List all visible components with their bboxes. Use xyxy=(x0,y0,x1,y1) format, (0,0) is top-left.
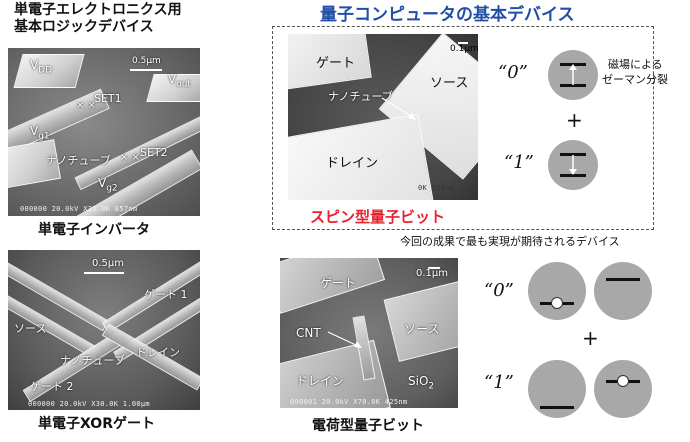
left-title-line2: 基本ロジックデバイス xyxy=(14,19,154,35)
expectation-note: 今回の成果で最も実現が期待されるデバイス xyxy=(400,235,620,248)
spin-micrograph: 0.1μm ゲート ソース ナノチューブ ドレイン 0K 500nm xyxy=(288,34,478,200)
charge-cnt-label: CNT xyxy=(296,326,321,340)
spin-state-0: “0” xyxy=(498,62,528,83)
spin-nanotube-arrow xyxy=(381,97,416,120)
spin-info: 0K 500nm xyxy=(418,184,455,192)
inverter-scalebar xyxy=(130,69,162,71)
spin-drain-label: ドレイン xyxy=(326,156,379,171)
xor-info: 000000 20.0kV X30.0K 1.00μm xyxy=(28,400,150,408)
spin-scalebar xyxy=(458,42,468,44)
inverter-info: 000000 20.0kV X35.0K 857nm xyxy=(20,205,138,213)
xor-nanotube-label: ナノチューブ xyxy=(60,354,125,367)
charge-electron-0 xyxy=(551,297,563,309)
charge-level-1-left xyxy=(540,406,574,409)
vout-label: Vout xyxy=(168,72,191,90)
xor-caption: 単電子XORゲート xyxy=(38,416,155,432)
charge-plus: + xyxy=(582,326,599,350)
charge-source-label: ソース xyxy=(404,322,440,336)
spin-circle-0 xyxy=(548,50,598,100)
vdd-label: VDD xyxy=(30,58,53,76)
xor-scale-label: 0.5μm xyxy=(92,258,125,269)
charge-info: 000001 20.0kV X70.0K 425nm xyxy=(290,398,408,406)
charge-gate-label: ゲート xyxy=(320,276,357,290)
xor-scalebar xyxy=(84,272,124,274)
charge-circle-1-left xyxy=(528,360,586,418)
set1-label: SET1 xyxy=(94,92,122,105)
right-title: 量子コンピュータの基本デバイス xyxy=(320,5,575,25)
set2-marks: × × xyxy=(120,152,140,163)
charge-electron-1 xyxy=(617,375,629,387)
spin-qubit-frame xyxy=(272,26,654,230)
charge-circle-1-right xyxy=(594,360,652,418)
xor-source-label: ソース xyxy=(14,322,47,335)
charge-caption: 電荷型量子ビット xyxy=(312,418,424,434)
spin-lower-level-1 xyxy=(560,174,586,177)
spin-gate-label: ゲート xyxy=(316,56,356,71)
xor-gate1-label: ゲート 1 xyxy=(144,288,188,301)
spin-nanotube-label: ナノチューブ xyxy=(328,90,393,103)
charge-scale-label: 0.1μm xyxy=(416,268,449,279)
set1-marks: × × xyxy=(76,100,96,111)
spin-plus: + xyxy=(566,108,583,132)
spin-source-label: ソース xyxy=(430,76,469,91)
vg2-label: Vg2 xyxy=(98,176,118,194)
zeeman-label-line1: 磁場による xyxy=(608,58,663,71)
charge-state-1: “1” xyxy=(484,372,514,393)
charge-state-0: “0” xyxy=(484,280,514,301)
charge-drain-label: ドレイン xyxy=(296,374,345,388)
spin-scale-label: 0.1μm xyxy=(450,44,478,54)
charge-scalebar xyxy=(428,267,440,269)
inverter-scale-label: 0.5μm xyxy=(132,56,161,66)
charge-sio2-label: SiO2 xyxy=(408,374,435,392)
spin-up-arrow-icon xyxy=(569,64,577,85)
spin-down-arrow-icon xyxy=(569,155,577,175)
left-title-line1: 単電子エレクトロニクス用 xyxy=(14,2,182,18)
zeeman-label-line2: ゼーマン分裂 xyxy=(602,73,668,86)
spin-state-1: “1” xyxy=(504,152,534,173)
xor-micrograph: 0.5μm ゲート 1 ソース ドレイン ナノチューブ ゲート 2 000000… xyxy=(8,250,200,410)
xor-gate2-label: ゲート 2 xyxy=(30,380,74,393)
inverter-nanotube-label: ナノチューブ xyxy=(46,154,111,167)
spin-circle-1 xyxy=(548,140,598,190)
spin-upper-level-1 xyxy=(560,153,586,156)
vg1-label: Vg1 xyxy=(30,124,50,142)
charge-level-0-right xyxy=(606,278,640,281)
spin-caption: スピン型量子ビット xyxy=(310,208,446,226)
set2-label: SET2 xyxy=(140,146,168,159)
charge-micrograph: 0.1μm ゲート CNT ソース ドレイン SiO2 000001 20.0k… xyxy=(280,258,458,408)
charge-circle-0-left xyxy=(528,262,586,320)
charge-cnt-arrow xyxy=(327,331,362,348)
inverter-micrograph: 0.5μm VDD Vout Vg1 Vg2 SET1 × × SET2 × ×… xyxy=(8,48,200,216)
xor-drain-label: ドレイン xyxy=(136,346,180,359)
charge-circle-0-right xyxy=(594,262,652,320)
spin-lower-level-0 xyxy=(560,84,586,87)
inverter-caption: 単電子インバータ xyxy=(38,222,150,238)
